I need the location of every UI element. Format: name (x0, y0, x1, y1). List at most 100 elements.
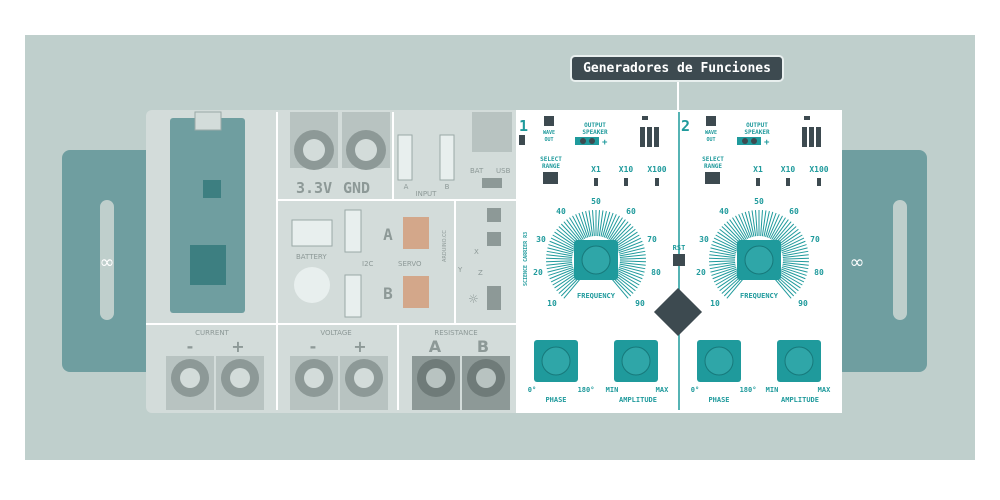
dial-ray (608, 217, 623, 240)
label-bat: BAT (470, 167, 484, 175)
callout-label: Generadores de Funciones (572, 57, 782, 80)
dial-ray (575, 214, 587, 239)
dial-ray (602, 211, 611, 238)
dial-ray (713, 237, 738, 250)
dial-ray (546, 262, 573, 266)
dial-ray (600, 210, 607, 237)
label-input-b: B (445, 183, 450, 191)
label-3v3: 3.3V (296, 179, 332, 197)
dial-ray (547, 265, 573, 273)
dial-ray (606, 215, 620, 240)
wave-out-jack[interactable] (706, 116, 716, 126)
dial-ray (709, 260, 736, 263)
dial-ray (781, 268, 806, 280)
svg-text:+: + (764, 138, 770, 148)
dial-ray (609, 219, 626, 241)
label-i2c: I2C (362, 260, 374, 268)
dial-ray (617, 270, 642, 283)
phase-label: PHASE (545, 396, 566, 404)
dial-ray (616, 234, 640, 249)
dial-ray (578, 212, 589, 238)
label-usb: USB (496, 167, 511, 175)
range-led (655, 178, 659, 186)
dial-tick-label: 20 (533, 268, 543, 277)
dial-ray (611, 221, 629, 242)
dial-ray (782, 263, 809, 270)
current-minus-label: - (187, 337, 194, 356)
reset-button[interactable] (673, 254, 685, 266)
phase-min-label: 0° (528, 386, 536, 394)
function-generators-section: SCIENCE CARRIER R3 RST 1 WAVE OUT OUTPUT… (516, 110, 842, 413)
phase-max-label: 180° (740, 386, 757, 394)
dial-ray (619, 262, 646, 266)
dial-ray (717, 231, 740, 247)
dial-ray (619, 263, 646, 270)
select-range-button[interactable] (705, 172, 720, 184)
dial-ray (723, 276, 743, 297)
generator-unit-1: 1 WAVE OUT OUTPUT SPEAKER + SELECT RANGE… (519, 116, 669, 404)
dial-ray (711, 266, 737, 276)
dial-ray (780, 237, 805, 250)
select-range-label: RANGE (704, 163, 722, 170)
dial-ray (741, 212, 752, 238)
range-x100-label: X100 (647, 165, 666, 174)
dial-ray (726, 221, 744, 242)
dial-ray (614, 274, 636, 292)
range-x1-label: X1 (591, 165, 601, 174)
axis-y-label: Y (457, 266, 463, 274)
range-x1-label: X1 (753, 165, 763, 174)
dial-ray (775, 276, 795, 297)
dial-ray (611, 278, 629, 299)
bottom-terminals[interactable] (166, 356, 510, 410)
dial-ray (572, 215, 586, 240)
terminal-3v3[interactable] (290, 112, 338, 170)
range-led (786, 178, 790, 186)
dial-ray (615, 273, 638, 289)
unit-number: 1 (519, 117, 528, 135)
current-plus-label: + (231, 337, 244, 356)
dial-ray (618, 268, 643, 280)
servo-connector-a[interactable] (403, 217, 429, 249)
left-mounting-bracket: ∞ (62, 150, 154, 372)
speaker-connector[interactable] (737, 137, 761, 145)
dial-ray (744, 211, 753, 238)
rst-label: RST (673, 244, 686, 252)
dial-ray (710, 265, 736, 273)
dial-ray (774, 221, 792, 242)
dial-ray (713, 270, 738, 283)
resistance-b-label: B (477, 337, 489, 356)
range-led (594, 178, 598, 186)
dial-ray (760, 210, 763, 237)
wave-out-label: WAVE (543, 130, 555, 136)
dial-tick-label: 70 (810, 235, 820, 244)
output-speaker-label: SPEAKER (744, 129, 770, 136)
dial-ray (560, 223, 580, 244)
select-range-button[interactable] (543, 172, 558, 184)
dial-ray (777, 228, 799, 246)
dial-ray (763, 210, 770, 237)
wave-out-label: OUT (706, 137, 715, 143)
speaker-connector[interactable] (575, 137, 599, 145)
wave-out-jack[interactable] (544, 116, 554, 126)
dial-tick-label: 60 (626, 207, 636, 216)
terminal-gnd[interactable] (342, 112, 390, 170)
power-switch[interactable] (482, 178, 502, 188)
dial-ray (782, 254, 809, 258)
dial-ray (778, 231, 801, 247)
dial-ray (748, 210, 755, 237)
dial-ray (549, 240, 574, 252)
dial-ray (782, 257, 809, 260)
servo-connector-b[interactable] (403, 276, 429, 308)
label-resistance: RESISTANCE (434, 329, 477, 337)
dial-ray (766, 212, 777, 238)
microcontroller-board (170, 118, 245, 313)
label-servo-a: A (383, 225, 393, 244)
dial-tick-label: 30 (699, 235, 709, 244)
dial-tick-label: 50 (591, 197, 601, 206)
center-diamond-icon (653, 287, 703, 337)
dial-ray (598, 210, 604, 237)
dial-ray (546, 260, 573, 263)
dial-ray (719, 228, 741, 246)
dial-ray (549, 268, 574, 280)
